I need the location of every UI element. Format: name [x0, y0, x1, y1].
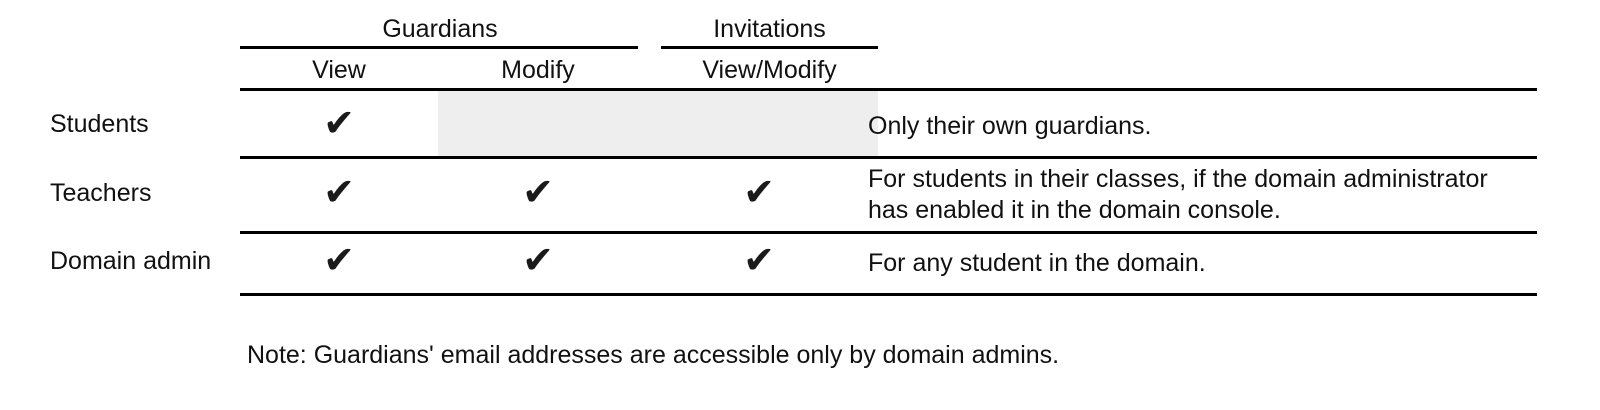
column-group-header-guardians: Guardians: [382, 15, 498, 43]
checkmark-icon-teachers-guardians-modify: ✔: [522, 170, 554, 214]
column-group-rule-invitations: [661, 46, 878, 49]
checkmark-icon-domain-admin-invitations-view-modify: ✔: [743, 238, 775, 282]
row-description-teachers: For students in their classes, if the do…: [868, 165, 1488, 224]
row-label-students: Students: [50, 110, 149, 138]
table-rule-after-teachers: [240, 231, 1537, 234]
checkmark-icon-domain-admin-guardians-view: ✔: [323, 238, 355, 282]
column-header-invitations-view-modify: View/Modify: [702, 56, 837, 84]
row-description-domain-admin: For any student in the domain.: [868, 249, 1206, 277]
column-header-guardians-view: View: [312, 56, 366, 84]
column-group-rule-guardians: [240, 46, 638, 49]
column-header-guardians-modify: Modify: [501, 56, 575, 84]
column-group-header-invitations: Invitations: [713, 15, 826, 43]
row-description-students: Only their own guardians.: [868, 112, 1152, 140]
row-label-domain-admin: Domain admin: [50, 247, 212, 275]
checkmark-icon-domain-admin-guardians-modify: ✔: [522, 238, 554, 282]
cell-students-modify-disabled: [438, 91, 878, 156]
table-rule-after-students: [240, 156, 1537, 159]
checkmark-icon-teachers-invitations-view-modify: ✔: [743, 170, 775, 214]
table-rule-table-bottom: [240, 293, 1537, 296]
checkmark-icon-teachers-guardians-view: ✔: [323, 170, 355, 214]
table-rule-header-bottom: [240, 88, 1537, 91]
checkmark-icon-students-guardians-view: ✔: [323, 101, 355, 145]
row-label-teachers: Teachers: [50, 179, 152, 207]
table-note: Note: Guardians' email addresses are acc…: [247, 341, 1060, 369]
